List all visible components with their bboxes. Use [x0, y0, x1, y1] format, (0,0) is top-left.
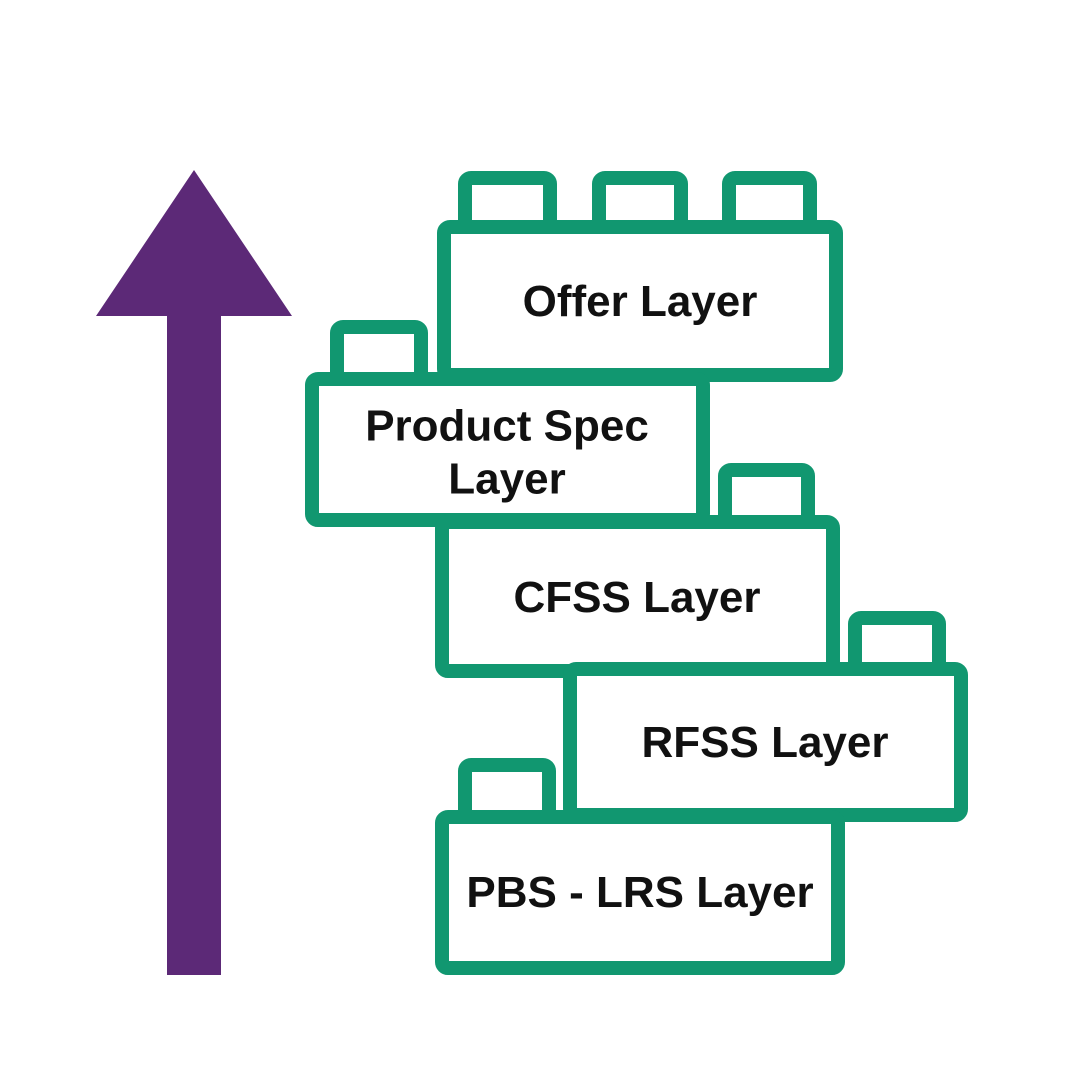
- brick-rfss-layer: RFSS Layer: [563, 611, 968, 822]
- brick-stud-product-spec-layer-1: [330, 320, 428, 386]
- brick-stud-cfss-layer-1: [718, 463, 815, 529]
- brick-label-pbs-lrs-layer: PBS - LRS Layer: [466, 868, 813, 917]
- brick-stud-offer-layer-1: [458, 171, 557, 234]
- brick-body-pbs-lrs-layer: [435, 810, 845, 975]
- brick-stud-offer-layer-2: [592, 171, 688, 234]
- brick-label-offer-layer: Offer Layer: [523, 277, 758, 326]
- brick-stud-pbs-lrs-layer-1: [458, 758, 556, 824]
- brick-cfss-layer: CFSS Layer: [435, 463, 840, 678]
- brick-pbs-lrs-layer: PBS - LRS Layer: [435, 758, 845, 975]
- brick-stud-offer-layer-3: [722, 171, 817, 234]
- brick-stud-rfss-layer-1: [848, 611, 946, 676]
- brick-offer-layer: Offer Layer: [437, 171, 843, 382]
- brick-label-cfss-layer: CFSS Layer: [514, 573, 761, 622]
- up-arrow-icon: [96, 170, 292, 975]
- brick-label-rfss-layer: RFSS Layer: [642, 718, 889, 767]
